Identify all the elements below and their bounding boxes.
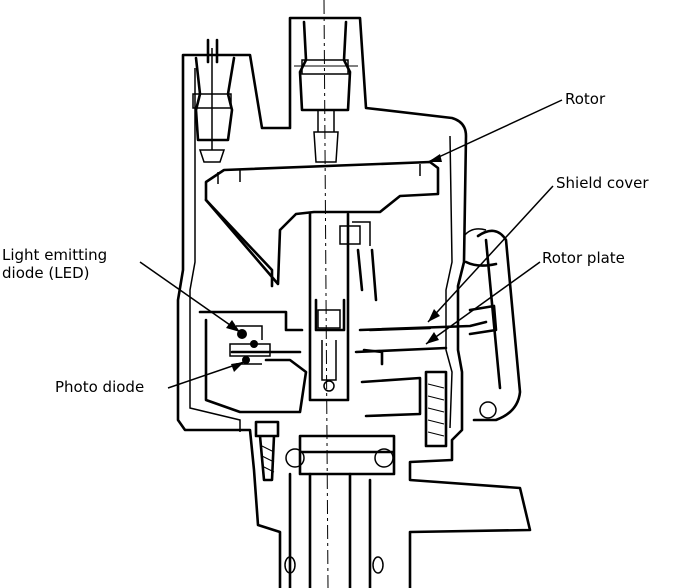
bottom-screw [254, 420, 280, 482]
label-led-line2: diode (LED) [2, 264, 90, 282]
led-leader [139, 261, 241, 333]
housing-outline [176, 16, 532, 588]
photo-leader [167, 361, 245, 389]
rotor-plate [230, 346, 448, 354]
rotorplate-leader [425, 261, 541, 345]
rotor-leader [427, 99, 563, 163]
label-shield-cover: Shield cover [556, 174, 649, 192]
shaft [308, 212, 350, 402]
label-led-line1: Light emitting [2, 246, 108, 264]
label-rotor-plate: Rotor plate [542, 249, 625, 267]
center-axis [323, 0, 329, 588]
shield-leader [427, 185, 554, 323]
housing-inner [189, 68, 453, 432]
label-photo-diode: Photo diode [55, 378, 145, 396]
side-bracket [360, 348, 422, 418]
bearing-assembly [298, 434, 396, 476]
label-rotor: Rotor [565, 90, 606, 108]
clip-wire [472, 229, 522, 422]
terminal-post [424, 370, 448, 448]
left-terminal [194, 56, 236, 142]
center-terminal [298, 20, 352, 112]
rotor [204, 160, 440, 286]
sensor-housing [204, 318, 308, 414]
label-led: Light emitting diode (LED) [2, 246, 107, 282]
